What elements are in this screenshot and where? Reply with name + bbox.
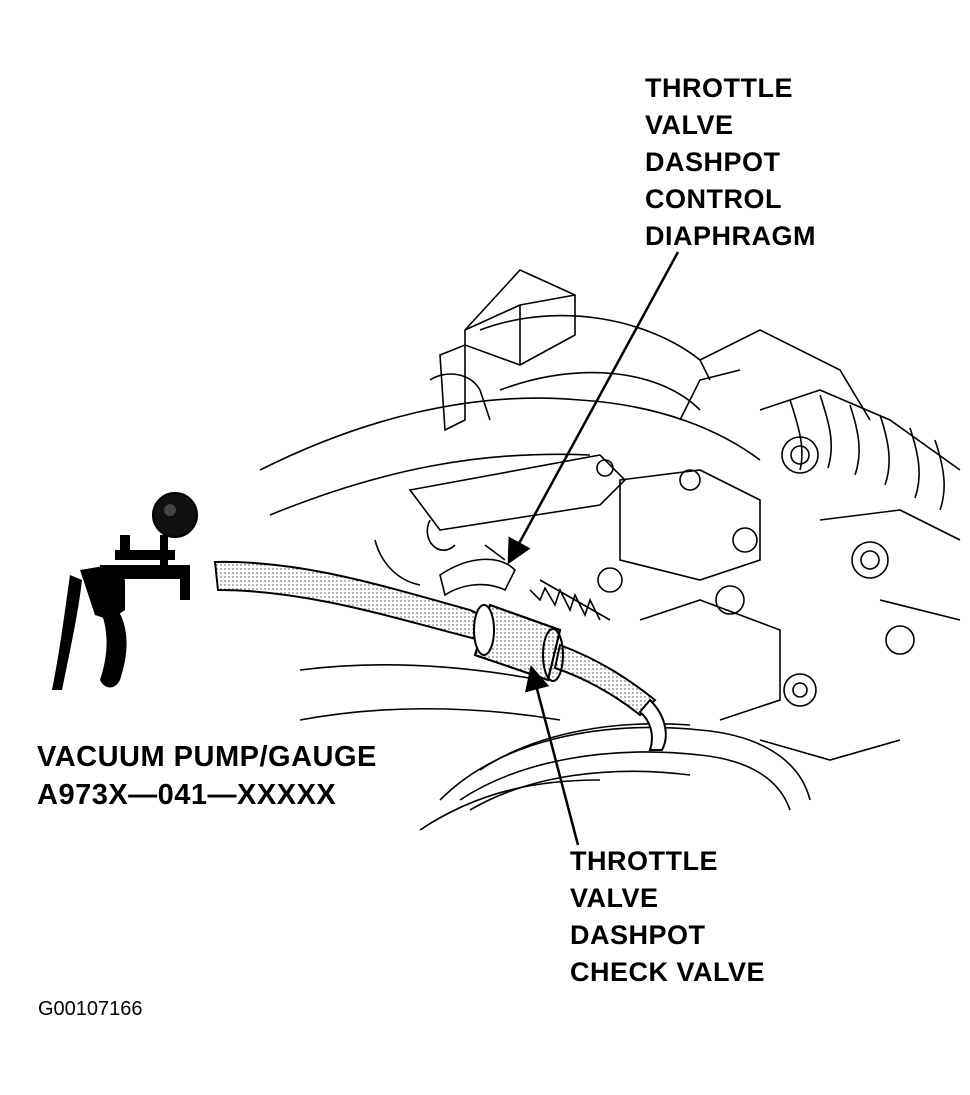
check-valve-label: THROTTLE VALVE DASHPOT CHECK VALVE (570, 843, 765, 991)
vacuum-pump-gauge-icon (52, 492, 198, 690)
diaphragm-leader-arrow (507, 251, 680, 565)
vacuum-pump-label-line-1: VACUUM PUMP/GAUGE (37, 741, 377, 773)
check-valve-label-line-3: DASHPOT (570, 920, 706, 950)
check-valve-leader-arrow (524, 665, 580, 846)
engine-outline (259, 269, 961, 831)
check-valve-label-line-2: VALVE (570, 883, 659, 913)
vacuum-hose (213, 560, 667, 751)
diaphragm-label-line-4: CONTROL (645, 184, 782, 214)
check-valve-label-line-1: THROTTLE (570, 846, 718, 876)
check-valve-label-line-4: CHECK VALVE (570, 957, 766, 987)
diaphragm-label-line-2: VALVE (645, 110, 734, 140)
diaphragm-label-line-3: DASHPOT (645, 147, 781, 177)
vacuum-pump-part-number: A973X—041—XXXXX (37, 779, 337, 811)
diaphragm-label-line-1: THROTTLE (645, 73, 793, 103)
diaphragm-label: THROTTLE VALVE DASHPOT CONTROL DIAPHRAGM (645, 70, 816, 255)
check-valve (473, 603, 564, 682)
diaphragm-label-line-5: DIAPHRAGM (645, 221, 816, 251)
figure-id: G00107166 (38, 998, 143, 1020)
vacuum-pump-label: VACUUM PUMP/GAUGE A973X—041—XXXXX (37, 738, 377, 814)
